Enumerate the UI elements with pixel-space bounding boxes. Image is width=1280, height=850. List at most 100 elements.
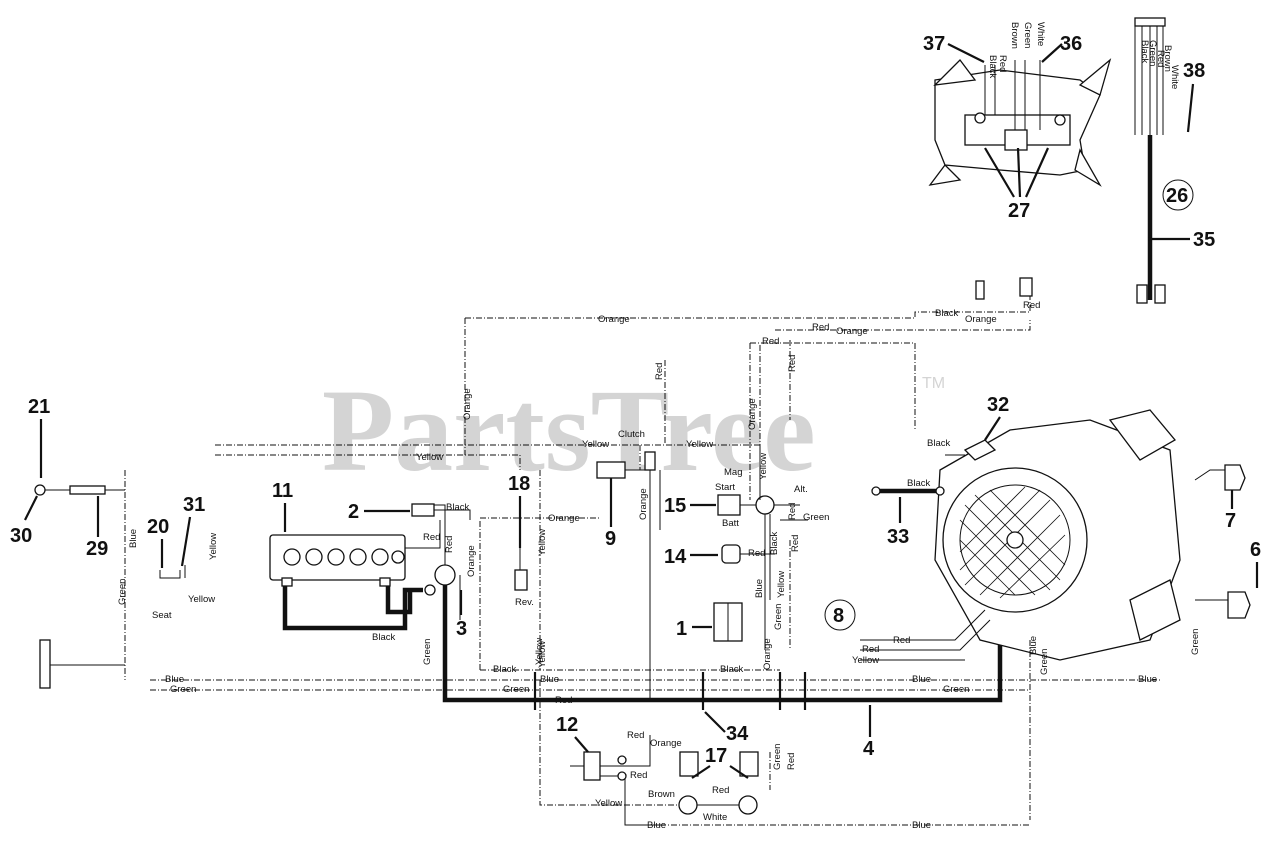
callout-31: 31 xyxy=(183,494,205,516)
wire-label: Red xyxy=(862,644,879,655)
callout-8: 8 xyxy=(833,605,844,627)
callout-34: 34 xyxy=(726,723,749,745)
wire-label: Red xyxy=(444,536,455,553)
wire-label: Red xyxy=(555,695,572,706)
wire-label: Yellow xyxy=(582,439,609,450)
callout-36: 36 xyxy=(1060,33,1082,55)
wire-label: Black xyxy=(493,664,516,675)
wire-label: Rev. xyxy=(515,597,534,608)
callout-circle-8 xyxy=(824,599,856,631)
wire-label: Red xyxy=(786,753,797,770)
wire-label: White xyxy=(703,812,727,823)
wire-label: Black xyxy=(446,502,469,513)
wire-label: Red xyxy=(790,535,801,552)
wire-label: Blue xyxy=(912,674,931,685)
wire-label: Red xyxy=(712,785,729,796)
watermark-trademark: TM xyxy=(922,375,945,392)
wire-label: Red xyxy=(812,322,829,333)
wire-label: Green xyxy=(943,684,969,695)
callout-38: 38 xyxy=(1183,60,1205,82)
callout-1: 1 xyxy=(676,618,687,640)
wire-label: Blue xyxy=(540,674,559,685)
wire-label: Blue xyxy=(754,579,765,598)
wire-label: Orange xyxy=(462,388,473,420)
wire-label: Yellow xyxy=(208,533,219,560)
wire-label: Green xyxy=(803,512,829,523)
wire-label: Red xyxy=(654,363,665,380)
wire-label: Orange xyxy=(965,314,997,325)
wire-label: Yellow xyxy=(534,638,545,665)
headlight-lower: Green xyxy=(1190,591,1251,655)
wire-label: Yellow xyxy=(416,452,443,463)
wire-label: Yellow xyxy=(595,798,622,809)
callout-18: 18 xyxy=(508,473,530,495)
callout-21: 21 xyxy=(28,396,50,418)
wire-label: Yellow xyxy=(537,529,548,556)
wire-label: Clutch xyxy=(618,429,645,440)
wire-label: Red xyxy=(787,503,798,520)
wire-label: Blue xyxy=(912,820,931,831)
wire-label: Red xyxy=(423,532,440,543)
wire-label: Green xyxy=(422,639,433,665)
callout-circle-26 xyxy=(1162,179,1194,211)
wire-label: Red xyxy=(762,336,779,347)
spark-plug: Black xyxy=(927,438,997,461)
wire-label: White xyxy=(1035,22,1046,46)
wire-labels: Black Orange Red Orange Orange Red Orang… xyxy=(165,300,1157,706)
callout-4: 4 xyxy=(863,738,875,760)
wire-label: Blue xyxy=(1028,636,1039,655)
main-harness xyxy=(150,520,1160,710)
callout-30: 30 xyxy=(10,525,32,547)
harness-detail: 26 Black Green Red Brown White xyxy=(1134,17,1194,304)
dash-panel-detail: Black Red Brown Green White xyxy=(928,22,1112,187)
wire-label: Blue xyxy=(128,529,139,548)
wire-label: Green xyxy=(1190,629,1201,655)
bottom-components: Red Orange Red Brown Yellow Blue White R… xyxy=(539,680,1030,831)
left-components: Blue Green Yellow Yellow Seat Green Yell… xyxy=(34,470,545,689)
watermark-brand: PartsTree xyxy=(322,365,816,496)
wire-label: Mag xyxy=(724,467,742,478)
wire-label: Batt xyxy=(722,518,739,529)
wire-label: Red xyxy=(627,730,644,741)
callout-35: 35 xyxy=(1193,229,1215,251)
callout-14: 14 xyxy=(664,546,687,568)
wire-label: Orange xyxy=(466,545,477,577)
ignition-switch: Mag Start Batt Alt. Green Yellow Red Bla… xyxy=(715,398,829,650)
wire-label: White xyxy=(1169,65,1180,89)
callout-27: 27 xyxy=(1008,200,1030,222)
wire-label: Red xyxy=(748,548,765,559)
clutch-switch: Clutch Orange Red xyxy=(596,360,666,700)
callout-17: 17 xyxy=(705,745,727,767)
wire-label: Blue xyxy=(647,820,666,831)
wire-label: Green xyxy=(503,684,529,695)
wire-label: Green xyxy=(1147,40,1158,66)
battery: Black Red xyxy=(269,520,441,643)
wire-label: Black xyxy=(1139,40,1150,63)
wire-label: Black xyxy=(769,532,780,555)
wire-label: Orange xyxy=(638,488,649,520)
callout-26: 26 xyxy=(1166,185,1188,207)
wire-label: Orange xyxy=(747,398,758,430)
top-bullet-connector xyxy=(975,280,985,300)
fuse-block: Blue Yellow Green Orange xyxy=(713,571,787,670)
wire-label: Yellow xyxy=(776,571,787,598)
callout-33: 33 xyxy=(887,526,909,548)
callout-15: 15 xyxy=(664,495,686,517)
wire-label: Yellow xyxy=(758,453,769,480)
wire-label: Green xyxy=(1039,649,1050,675)
wire-label: Start xyxy=(715,482,735,493)
callout-20: 20 xyxy=(147,516,169,538)
wire-label: Green xyxy=(772,744,783,770)
wire-label: Blue xyxy=(165,674,184,685)
wire-label: Alt. xyxy=(794,484,808,495)
wire-label: Black xyxy=(927,438,950,449)
wire-label: Yellow xyxy=(537,641,548,668)
wire-label: Red xyxy=(997,55,1008,72)
wire-label: Black xyxy=(935,308,958,319)
wire-label: Blue xyxy=(1138,674,1157,685)
callout-37: 37 xyxy=(923,33,945,55)
headlight-upper xyxy=(1194,464,1246,491)
callout-29: 29 xyxy=(86,538,108,560)
wire-label: Orange xyxy=(598,314,630,325)
